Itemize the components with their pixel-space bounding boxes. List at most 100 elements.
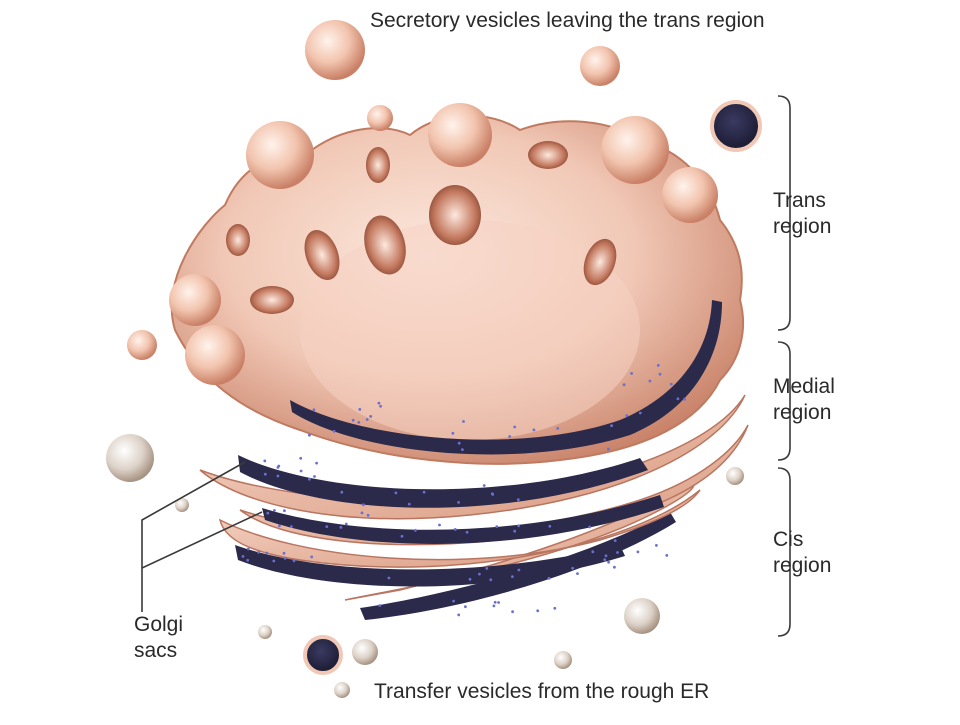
ribosome-dot (513, 425, 517, 429)
ribosome-dot (669, 382, 673, 386)
budding-vesicle (662, 167, 718, 223)
ribosome-dot (625, 414, 629, 417)
transfer-vesicle (624, 598, 660, 634)
ribosome-dot (315, 461, 318, 465)
label-cis-line1: Cis (773, 528, 804, 551)
ribosome-dot (325, 525, 329, 528)
fenestration (366, 147, 390, 183)
transfer-vesicle (726, 467, 744, 485)
ribosome-dot (246, 547, 250, 551)
ribosome-dot (299, 456, 303, 460)
cisterna-center-shade (300, 220, 640, 440)
ribosome-dot (613, 539, 617, 542)
budding-vesicles (169, 103, 718, 385)
ribosome-dot (656, 364, 660, 367)
label-golgi-line2: sacs (134, 639, 178, 662)
ribosome-dot (532, 428, 536, 432)
trans-cisterna (170, 114, 744, 465)
ribosome-dot (278, 524, 281, 528)
label-trans-line2: region (773, 215, 832, 238)
ribosome-dot (630, 372, 633, 375)
label-trans-line1: Trans (773, 189, 826, 212)
ribosome-dot (676, 397, 680, 401)
ribosome-dot (603, 558, 607, 562)
ribosome-dot (257, 550, 260, 554)
ribosome-dot (576, 572, 579, 575)
ribosome-dot (462, 420, 465, 423)
ribosome-dot (536, 609, 540, 613)
fenestration (528, 141, 568, 169)
ribosome-dot (607, 560, 610, 564)
ribosome-dot (266, 511, 270, 515)
cis-sac-lumen-1 (360, 512, 676, 620)
ribosome-dot (665, 554, 669, 557)
ribosome-dot (265, 551, 269, 555)
ribosome-dot (263, 472, 267, 476)
fenestration (364, 215, 406, 275)
ribosome-dot (607, 447, 610, 451)
ribosome-dot (361, 503, 365, 507)
ribosome-dot (339, 526, 343, 529)
ribosome-dot (457, 441, 461, 445)
transfer-vesicle (258, 625, 272, 639)
ribosome-dot (553, 606, 557, 610)
ribosome-dot (556, 427, 560, 430)
budding-vesicle (246, 121, 314, 189)
budding-vesicle (185, 325, 245, 385)
cis-sac-2 (218, 489, 701, 568)
ribosome-dot (658, 372, 662, 376)
ribosome-dot (489, 578, 493, 582)
ribosome-dot (366, 513, 370, 517)
transfer-vesicle (127, 330, 157, 360)
label-medial-line2: region (773, 401, 832, 424)
ribosome-dot (246, 558, 250, 562)
ribosome-dot (400, 534, 404, 538)
ribosome-dot (683, 397, 686, 401)
label-cis-line2: region (773, 554, 832, 577)
ribosome-dot (451, 431, 455, 435)
lumen-ribosomes (241, 364, 686, 617)
ribosome-dot (491, 493, 495, 496)
ribosome-dot (351, 418, 355, 422)
ribosome-dot (638, 411, 642, 415)
fenestration (226, 224, 250, 256)
budding-vesicle (428, 103, 492, 167)
ribosome-dot (283, 509, 286, 513)
ribosome-dot (308, 433, 311, 437)
ribosome-dot (613, 565, 616, 569)
ribosome-dot (283, 556, 287, 560)
ribosome-dot (407, 502, 411, 506)
cis-sac-lumen-2 (235, 545, 625, 587)
ribosome-dot (516, 498, 520, 502)
ribosome-dot (438, 523, 441, 527)
secretory-vesicle (305, 20, 365, 80)
ribosome-dot (453, 528, 457, 531)
ribosome-dot (465, 530, 469, 534)
ribosome-dot (616, 551, 619, 554)
secretory-vesicle (580, 46, 620, 86)
cis-bracket (777, 467, 791, 637)
ribosome-dot (272, 559, 276, 563)
ribosome-dot (497, 601, 500, 604)
cis-sacs (218, 477, 701, 620)
ribosome-dot (622, 383, 626, 387)
secretory-vesicle-dark (710, 100, 762, 152)
ribosome-dot (422, 490, 426, 494)
ribosome-dot (492, 604, 496, 608)
label-golgi-line1: Golgi (134, 613, 184, 636)
golgi-leader-1 (141, 461, 246, 568)
ribosome-dot (511, 610, 514, 614)
ribosome-dot (513, 529, 517, 533)
ribosome-dot (340, 490, 344, 494)
free-vesicles (106, 20, 762, 698)
ribosome-dot (452, 599, 455, 603)
ribosome-dot (548, 524, 552, 528)
ribosome-dot (655, 544, 658, 547)
fenestration (429, 185, 481, 245)
ribosome-dot (495, 525, 499, 528)
ribosome-dot (273, 509, 276, 512)
ribosome-dot (461, 448, 464, 451)
ribosome-dot (277, 464, 281, 468)
ribosome-dot (457, 501, 460, 504)
